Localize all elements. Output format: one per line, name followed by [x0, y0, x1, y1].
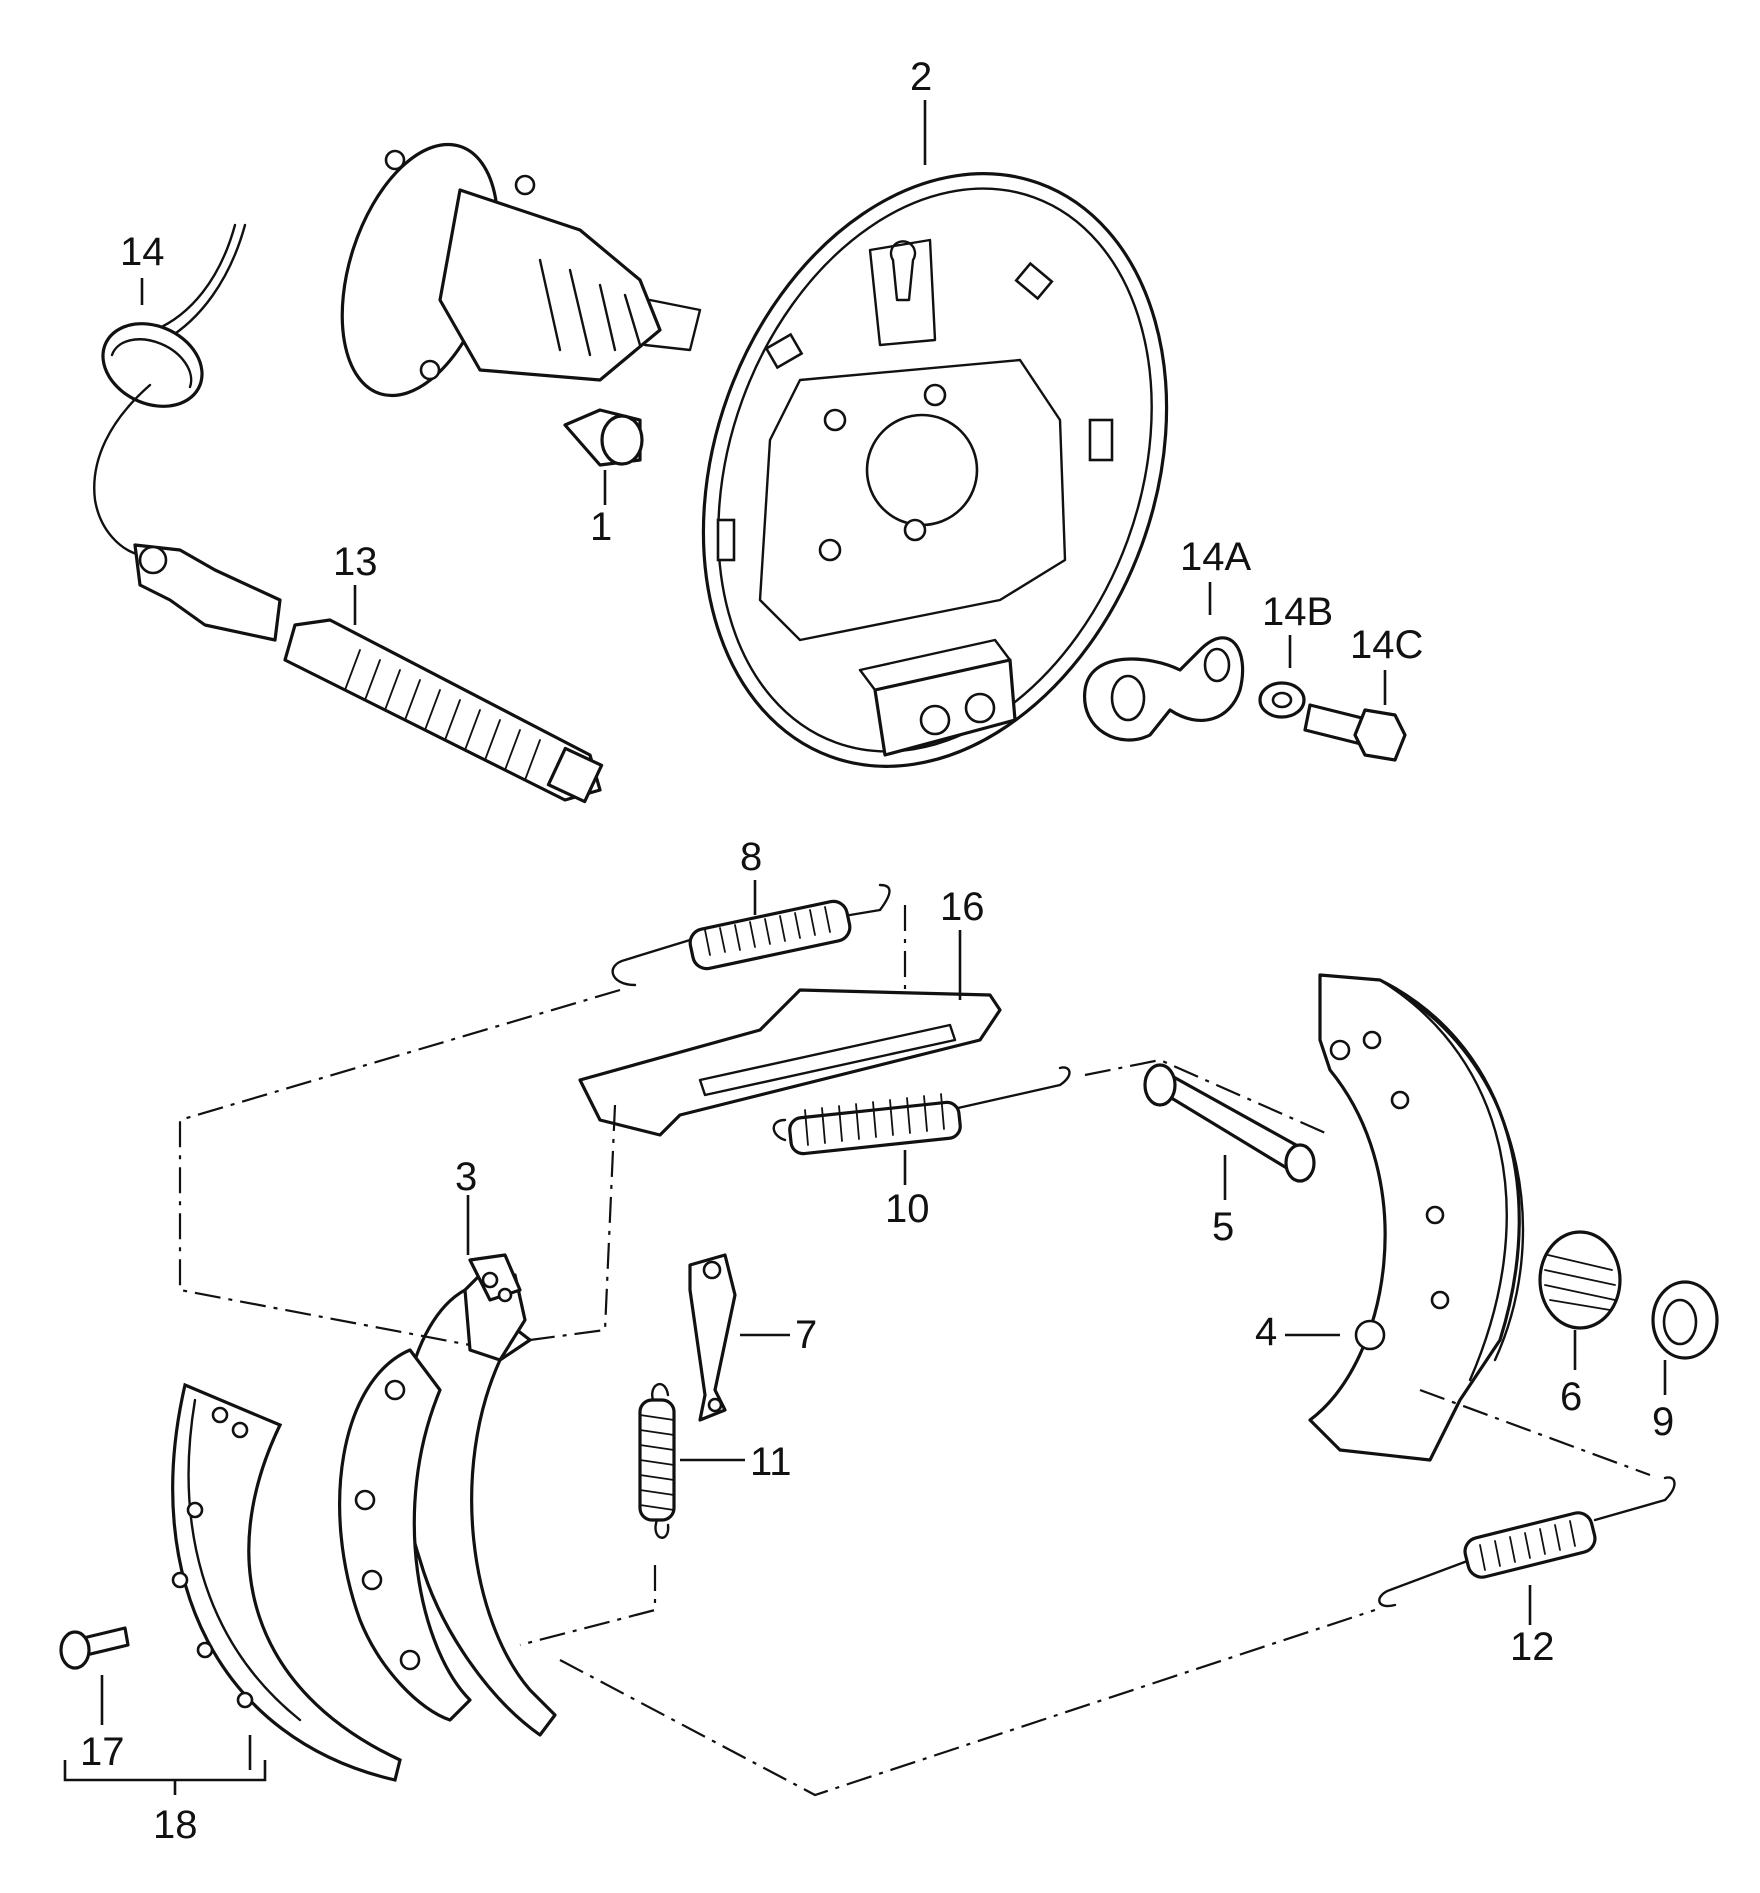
callout-6: 6: [1560, 1375, 1582, 1419]
callout-8: 8: [740, 835, 762, 879]
callout-7: 7: [795, 1313, 817, 1357]
right-brake-shoe: [1285, 973, 1525, 1462]
backing-plate: [701, 172, 1169, 768]
callout-14c: 14C: [1350, 623, 1423, 667]
callout-17: 17: [80, 1730, 125, 1774]
rivet: [59, 1626, 130, 1725]
callout-14a: 14A: [1180, 535, 1251, 579]
handbrake-lever: [688, 1253, 790, 1422]
wheel-hub: [340, 142, 702, 398]
callout-16: 16: [940, 885, 985, 929]
handbrake-cable: [93, 223, 282, 642]
plug-part: [563, 408, 644, 505]
lower-return-spring: [1378, 1476, 1676, 1625]
callout-18: 18: [153, 1803, 198, 1847]
small-spring: [638, 1383, 745, 1539]
callout-11: 11: [750, 1440, 792, 1484]
upper-return-spring: [611, 880, 891, 987]
assembly-guide-lines: [178, 988, 1651, 1797]
left-brake-shoe: [338, 1195, 557, 1737]
hex-bolt: [1303, 670, 1407, 762]
compression-spring: [1538, 1230, 1622, 1370]
callout-10: 10: [885, 1187, 930, 1231]
lock-washer: [1258, 635, 1306, 719]
callout-1: 1: [590, 505, 612, 549]
strut-spring: [772, 1066, 1071, 1185]
callout-9: 9: [1652, 1400, 1674, 1444]
adjusting-screw: [283, 585, 604, 804]
adjuster-lever: [578, 905, 1002, 1137]
retaining-pin: [1143, 1063, 1316, 1200]
callout-14b: 14B: [1262, 590, 1333, 634]
retaining-plate: [1083, 582, 1245, 742]
callout-3: 3: [455, 1155, 477, 1199]
callout-4: 4: [1255, 1310, 1277, 1354]
callout-5: 5: [1212, 1205, 1234, 1249]
brake-lining: [63, 1382, 402, 1795]
callout-12: 12: [1510, 1625, 1555, 1669]
callout-14: 14: [120, 230, 165, 274]
callout-13: 13: [333, 540, 378, 584]
callout-2: 2: [910, 55, 932, 99]
spring-cup: [1651, 1280, 1719, 1395]
